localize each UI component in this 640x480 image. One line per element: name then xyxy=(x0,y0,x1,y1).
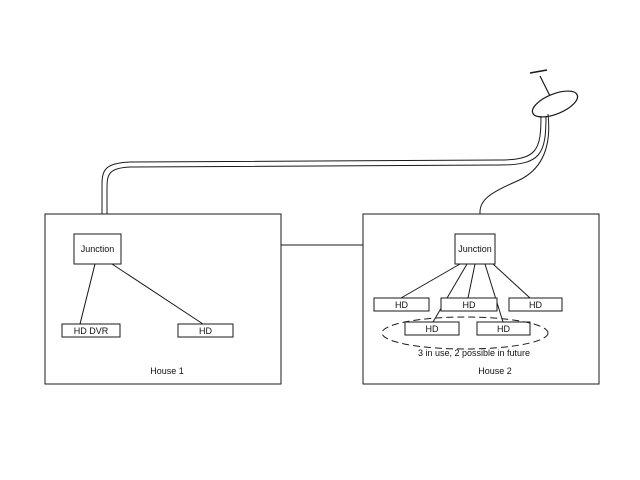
house2-device-label: HD xyxy=(395,300,408,310)
house1-device-label: HD DVR xyxy=(74,326,109,336)
satellite-cable-house1 xyxy=(101,115,547,234)
house2-device-hd xyxy=(508,297,563,312)
house2-wire xyxy=(467,263,476,299)
house1-caption: House 1 xyxy=(150,366,184,376)
house1-wire-dvr xyxy=(79,263,96,325)
house2: Junction HD HD HD HD HD 3 in use, 2 poss… xyxy=(362,213,600,385)
house2-caption: House 2 xyxy=(478,366,512,376)
satellite-cable-house2 xyxy=(479,113,550,234)
house2-wire xyxy=(492,263,531,299)
house2-device-label: HD xyxy=(529,300,542,310)
house1-wire-hd xyxy=(111,263,204,325)
future-devices-dashed-ellipse xyxy=(381,316,549,350)
house2-device-hd xyxy=(440,297,498,312)
house2-junction-box xyxy=(454,233,496,265)
house1-device-hd-dvr xyxy=(61,323,121,338)
house1-junction-label: Junction xyxy=(81,244,115,254)
house2-wire xyxy=(432,263,468,323)
house2-device-label: HD xyxy=(426,324,439,334)
house2-device-label: HD xyxy=(463,300,476,310)
house1-device-hd xyxy=(177,323,234,338)
satellite-dish-icon xyxy=(529,69,579,118)
house1: Junction HD DVR HD House 1 xyxy=(44,213,282,385)
house2-wire xyxy=(484,263,504,323)
house2-note: 3 in use, 2 possible in future xyxy=(418,348,530,358)
house1-device-label: HD xyxy=(199,326,212,336)
house2-device-hd-future xyxy=(476,321,531,336)
house2-device-label: HD xyxy=(497,324,510,334)
house2-device-hd-future xyxy=(404,321,460,336)
house2-junction-label: Junction xyxy=(458,244,492,254)
house1-junction-box xyxy=(73,233,122,265)
house2-wire xyxy=(400,263,461,299)
house2-device-hd xyxy=(373,297,430,312)
